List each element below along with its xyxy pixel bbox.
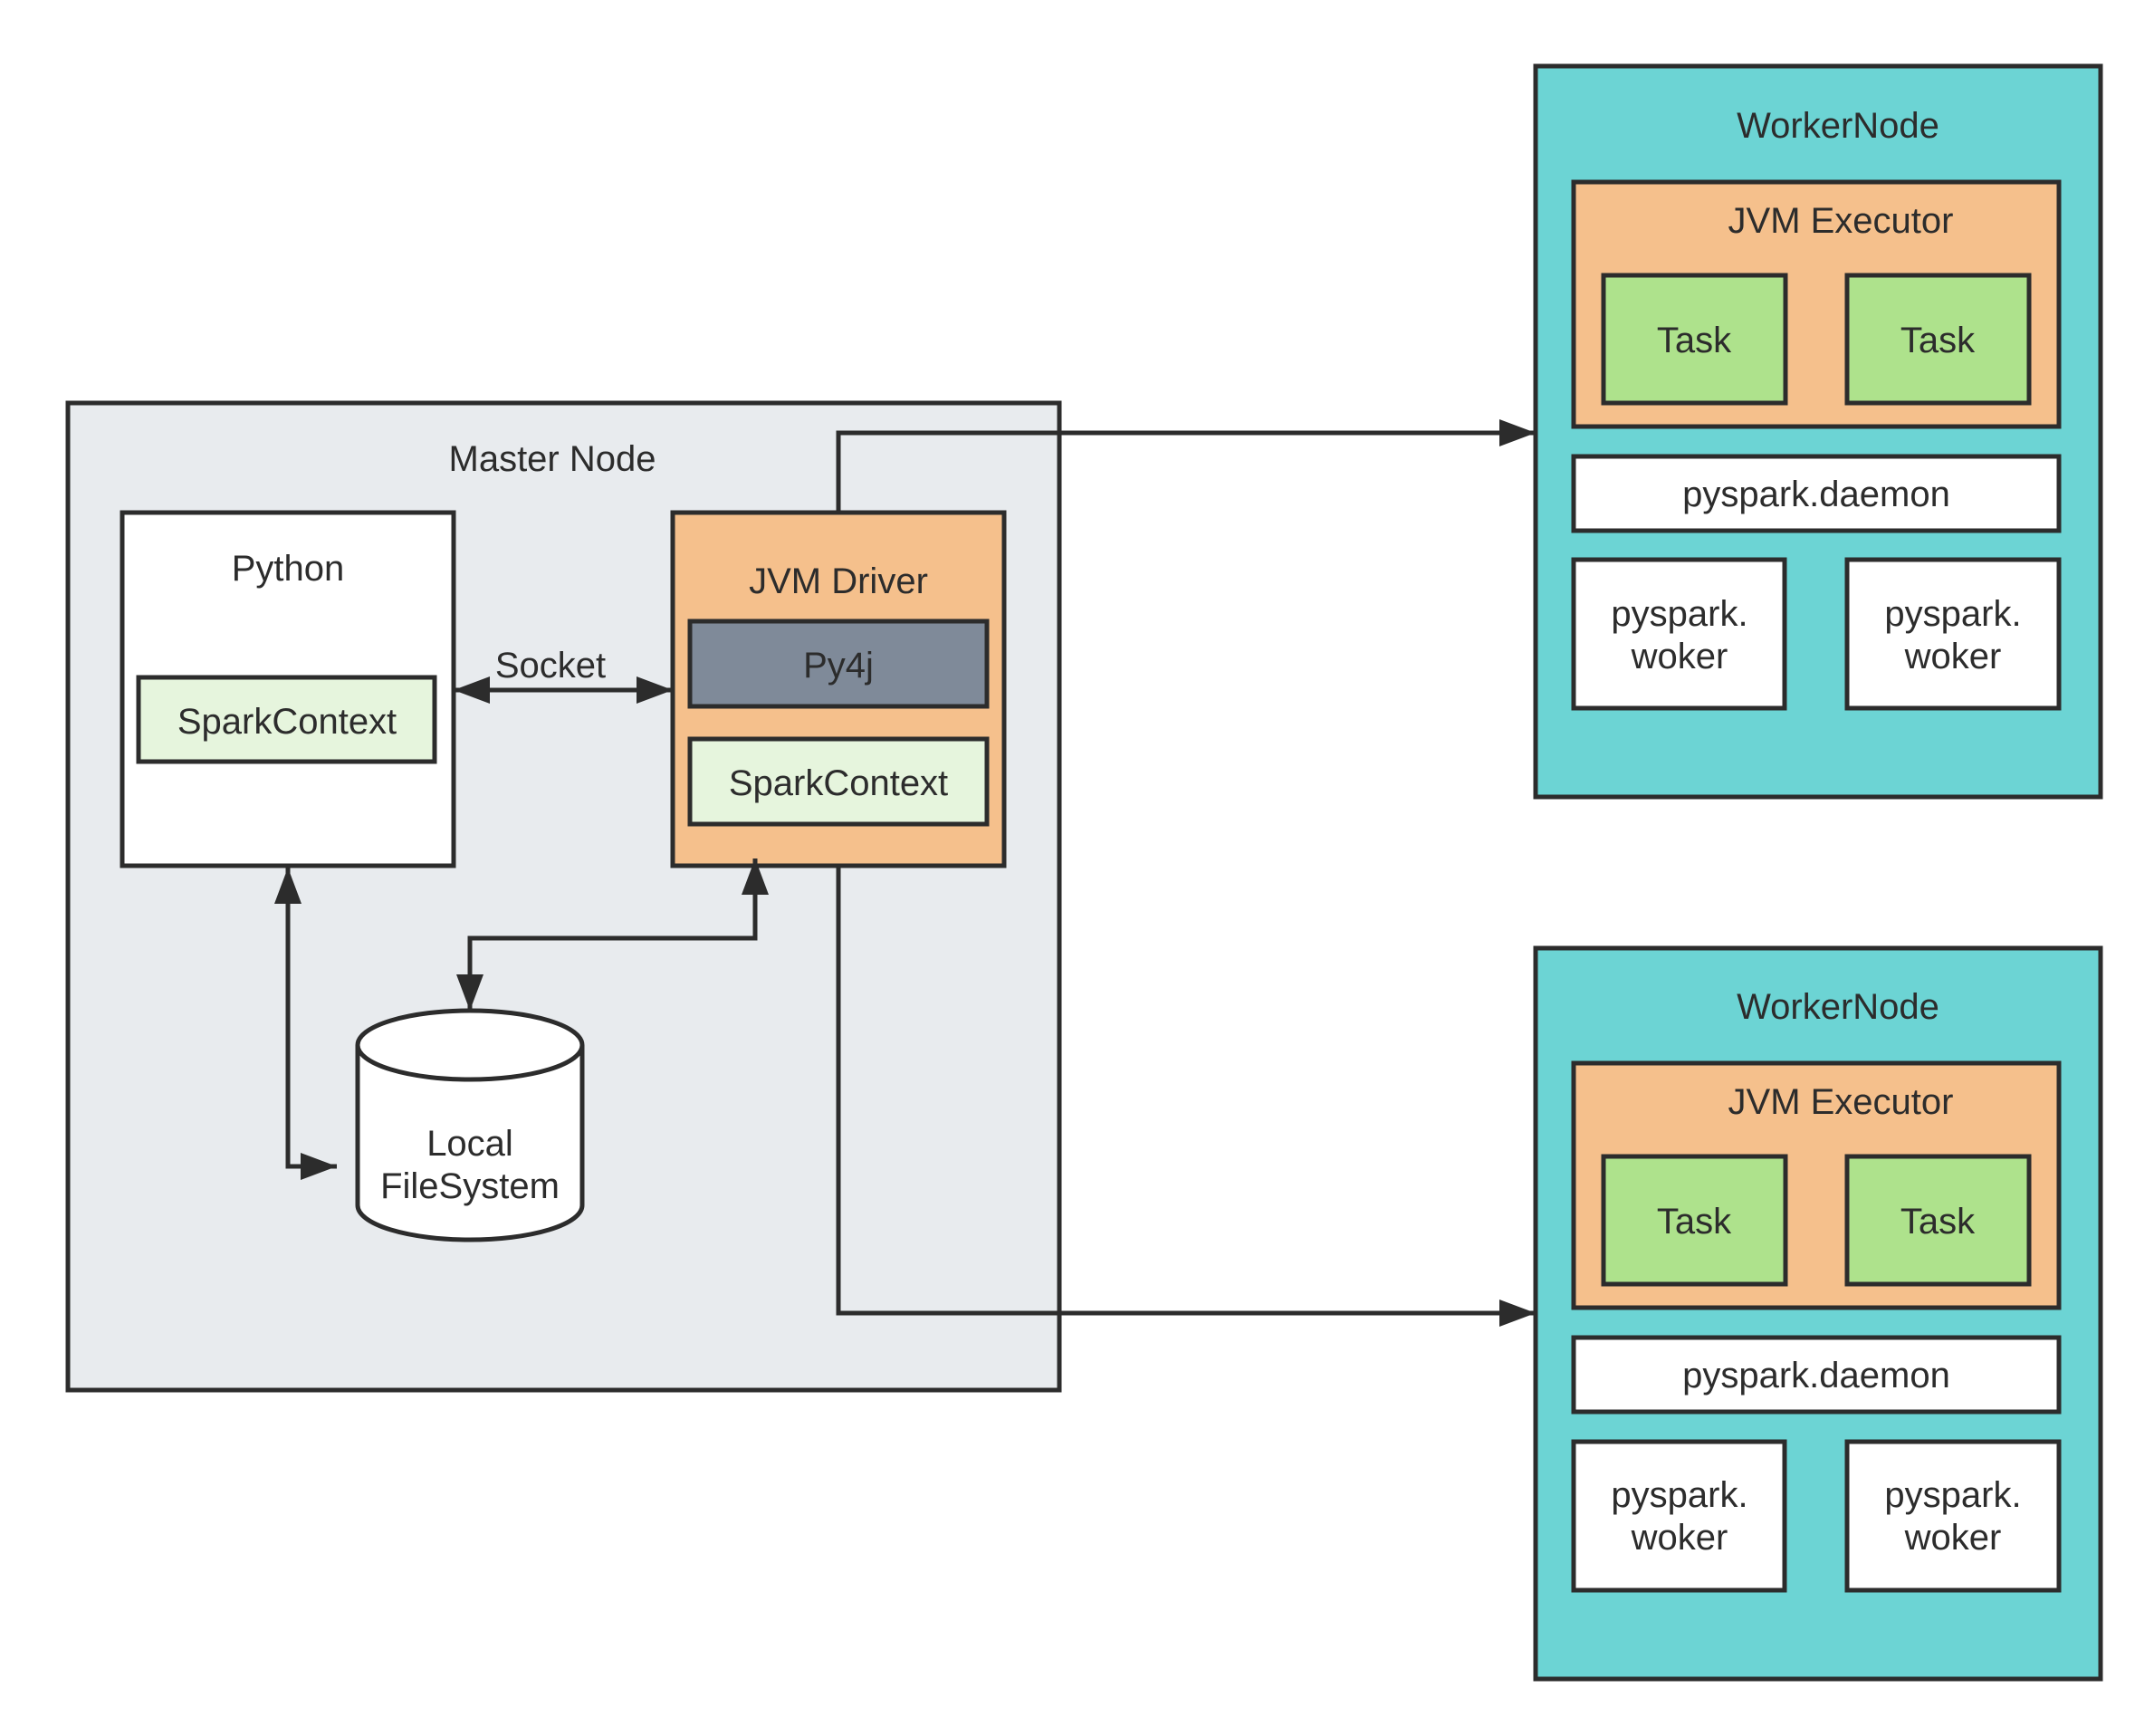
socket-label: Socket: [495, 646, 606, 686]
driver-filesystem-connector: [456, 858, 769, 1011]
worker-node-title: WorkerNode: [1737, 987, 1939, 1027]
task-box: [1844, 1154, 2032, 1287]
task-label: Task: [1900, 1202, 1976, 1242]
pyspark-worker-line2: woker: [1631, 1518, 1728, 1558]
pyspark-worker-line2: woker: [1631, 637, 1728, 676]
pyspark-worker-box: [1844, 557, 2062, 711]
driver-to-worker1-connector: [836, 419, 1536, 513]
worker-node-1: WorkerNode JVM Executor Task Task pyspar…: [1533, 63, 2103, 800]
jvm-driver-title: JVM Driver: [749, 561, 928, 601]
pyspark-worker-line1: pyspark.: [1884, 594, 2021, 634]
driver-to-worker2-connector: [836, 866, 1536, 1327]
task-label: Task: [1900, 321, 1976, 360]
master-node: Master Node Python SparkContext JVM Driv…: [65, 400, 1062, 1393]
task-box: [1601, 1154, 1788, 1287]
pyspark-worker-line2: woker: [1904, 1518, 2002, 1558]
task-box: [1844, 273, 2032, 406]
jvm-driver: JVM Driver Py4j SparkContext: [670, 510, 1007, 868]
local-filesystem: Local FileSystem: [355, 1008, 585, 1242]
pyspark-worker-box: [1571, 1439, 1787, 1593]
pyspark-daemon-box: [1571, 1335, 2062, 1415]
task-label: Task: [1657, 321, 1732, 360]
python-filesystem-connector: [274, 868, 337, 1180]
jvm-sparkcontext-box: [687, 736, 990, 827]
pyspark-worker-box: [1844, 1439, 2062, 1593]
python-sparkcontext-label: SparkContext: [177, 702, 397, 742]
python-process: Python SparkContext: [120, 510, 456, 868]
pyspark-daemon-box: [1571, 454, 2062, 533]
task-label: Task: [1657, 1202, 1732, 1242]
pyspark-daemon-label: pyspark.daemon: [1682, 1356, 1950, 1396]
master-node-title: Master Node: [449, 439, 656, 479]
worker-node-2: WorkerNode JVM Executor Task Task pyspar…: [1533, 945, 2103, 1682]
pyspark-worker-line1: pyspark.: [1884, 1475, 2021, 1515]
pyspark-daemon-label: pyspark.daemon: [1682, 475, 1950, 514]
python-sparkcontext-box: [136, 675, 437, 764]
jvm-executor-title: JVM Executor: [1728, 201, 1954, 241]
pyspark-worker-line1: pyspark.: [1611, 1475, 1747, 1515]
py4j-label: Py4j: [803, 646, 874, 686]
jvm-executor-title: JVM Executor: [1728, 1082, 1954, 1122]
filesystem-label-line1: Local: [426, 1124, 513, 1164]
filesystem-cylinder-body: [355, 1045, 585, 1242]
jvm-sparkcontext-label: SparkContext: [729, 763, 948, 803]
pyspark-worker-line1: pyspark.: [1611, 594, 1747, 634]
py4j-box: [687, 619, 990, 709]
filesystem-label-line2: FileSystem: [380, 1166, 560, 1206]
python-title: Python: [232, 549, 345, 589]
pyspark-worker-box: [1571, 557, 1787, 711]
task-box: [1601, 273, 1788, 406]
pyspark-worker-line2: woker: [1904, 637, 2002, 676]
worker-node-title: WorkerNode: [1737, 106, 1939, 146]
filesystem-cylinder-top: [355, 1008, 585, 1082]
